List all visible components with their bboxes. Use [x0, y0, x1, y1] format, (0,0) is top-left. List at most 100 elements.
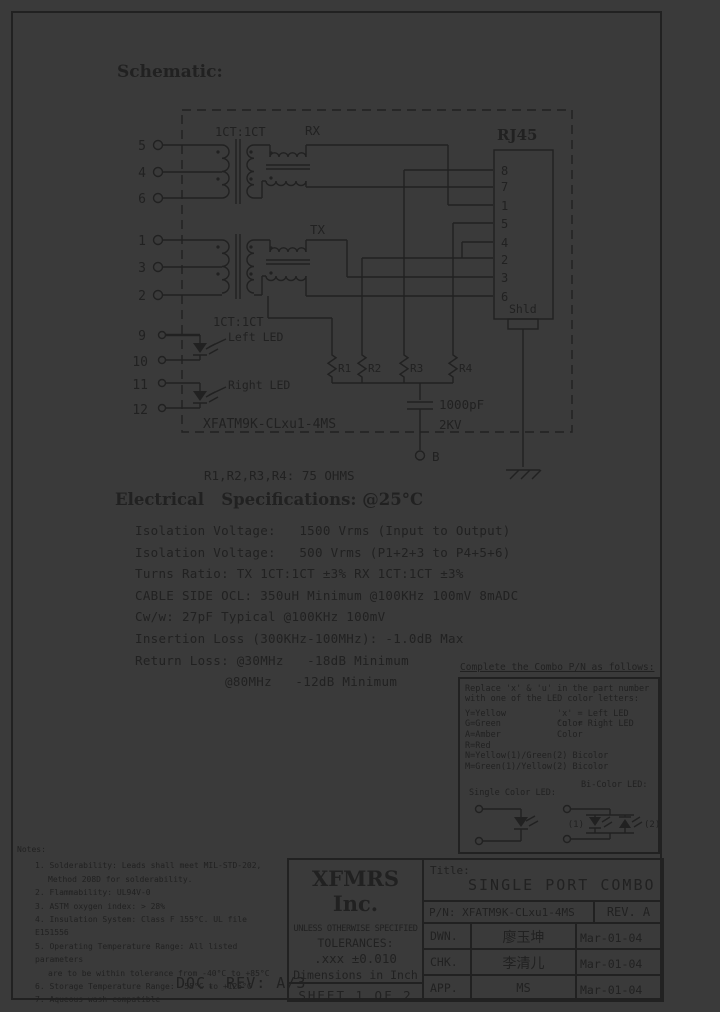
rx-choke-bottom	[265, 180, 307, 187]
rx-secondary-winding	[246, 144, 255, 199]
resistor-label: R3	[410, 362, 423, 375]
rj45-label: RJ45	[497, 126, 537, 144]
pin-label: 11	[132, 378, 148, 393]
pin-label: 2	[138, 289, 146, 304]
note-line: 3. ASTM oxygen index: > 28%	[35, 901, 166, 911]
note-line: 6. Storage Temperature Range: -55°C to +…	[35, 982, 252, 992]
tx-label: TX	[310, 222, 326, 237]
signature-row-app: APP. MS Mar-01-04	[424, 976, 662, 1000]
single-led-heading: Single Color LED:	[469, 788, 556, 799]
pin-label: 9	[138, 329, 146, 344]
combo-color-option: Y=Yellow	[465, 708, 506, 719]
b-pin-circle	[414, 450, 426, 461]
tx-choke-bottom	[265, 275, 307, 282]
app-date: Mar-01-04	[580, 983, 643, 997]
spec-line: Cw/w: 27pF Typical @100KHz 100mV	[135, 609, 386, 625]
cap-rating-label: 2KV	[439, 417, 462, 432]
spec-line: CABLE SIDE OCL: 350uH Minimum @100KHz 10…	[135, 587, 519, 603]
rj45-pin-label: 7	[501, 180, 508, 194]
tolerance-note: UNLESS OTHERWISE SPECIFIED	[293, 924, 418, 934]
signature-row-chk: CHK. 李清儿 Mar-01-04	[424, 950, 662, 976]
rj45-pin-label: 1	[501, 199, 508, 213]
capacitor	[407, 383, 433, 450]
turns-ratio-top: 1CT:1CT	[215, 125, 266, 139]
signature-row-dwn: DWN. 廖玉坤 Mar-01-04	[424, 924, 662, 950]
tx-primary-winding	[221, 239, 230, 294]
note-line: 7. Aqueous wash compatible	[35, 995, 161, 1005]
schematic-heading: Schematic:	[117, 62, 223, 82]
chk-signature: 李清儿	[472, 950, 577, 974]
rx-choke-top	[269, 152, 307, 158]
combo-color-option: G=Green	[465, 719, 501, 730]
rj45-shield-pad	[507, 318, 539, 330]
dwn-date: Mar-01-04	[580, 931, 643, 945]
rx-primary-winding	[221, 144, 230, 199]
resistor-label: R4	[459, 362, 473, 375]
tolerances-label: TOLERANCES:	[317, 936, 394, 950]
notes-heading: Notes:	[17, 845, 46, 854]
module-dashed-outline	[181, 109, 573, 433]
right-led-label: Right LED	[228, 378, 290, 392]
spec-line: Isolation Voltage: 500 Vrms (P1+2+3 to P…	[135, 544, 511, 560]
note-line: 5. Operating Temperature Range: All list…	[35, 941, 238, 965]
chk-date: Mar-01-04	[580, 957, 643, 971]
spec-line: Isolation Voltage: 1500 Vrms (Input to O…	[135, 523, 511, 538]
combo-color-option: N=Yellow(1)/Green(2) Bicolor	[465, 751, 609, 762]
combo-line2: with one of the LED color letters:	[465, 694, 639, 705]
combo-color-option: R=Red	[465, 740, 491, 751]
pin-label: 5	[138, 139, 146, 154]
spec-line: Insertion Loss (300KHz-100MHz): -1.0dB M…	[135, 630, 464, 646]
title-block: XFMRS Inc. UNLESS OTHERWISE SPECIFIED TO…	[287, 858, 664, 1003]
pin-label: 1	[138, 234, 146, 249]
resistor-label: R2	[368, 362, 381, 375]
part-number-label: XFATM9K-CLxu1-4MS	[203, 417, 336, 432]
rj45-pin-label: 2	[501, 253, 508, 267]
drawing-title: SINGLE PORT COMBO	[468, 876, 656, 894]
tolerance-value: .xxx ±0.010	[314, 951, 397, 966]
schematic-drawing: 5 4 6 1 3 2 9 10 11 12 1CT:1CT RX TX 1CT…	[132, 109, 573, 483]
spec-line: Turns Ratio: TX 1CT:1CT ±3% RX 1CT:1CT ±…	[135, 566, 464, 582]
rj45-pin-label: 4	[501, 236, 508, 250]
resistor-r2	[356, 352, 368, 383]
pin-label: 4	[138, 166, 146, 181]
resistor-note: R1,R2,R3,R4: 75 OHMS	[204, 468, 355, 483]
drawing-frame	[11, 11, 662, 1000]
chassis-ground	[506, 469, 542, 480]
dwn-signature: 廖玉坤	[472, 924, 577, 948]
note-line: 4. Insulation System: Class F 155°C. UL …	[35, 915, 247, 938]
pin-label: 3	[138, 261, 146, 276]
right-led-diode	[193, 391, 207, 401]
rj45-pin-label: 6	[501, 290, 508, 304]
note-line: 1. Solderability: Leads shall meet MIL-S…	[35, 861, 262, 871]
rx-label: RX	[305, 123, 321, 138]
electrical-heading: Electrical Specifications: @25°C	[115, 490, 424, 509]
app-signature: MS	[472, 976, 577, 1000]
pin-label: 6	[138, 192, 146, 207]
resistor-r3	[398, 352, 410, 383]
rj45-pin-label: 5	[501, 217, 508, 231]
pin-label: 12	[132, 403, 148, 418]
combo-color-option: M=Green(1)/Yellow(2) Bicolor	[465, 761, 609, 772]
bi-led-1-label: (1)	[568, 820, 584, 830]
dimensions-note: Dimensions in Inch	[293, 968, 418, 982]
shield-label: Shld	[509, 302, 537, 316]
turns-ratio-bottom: 1CT:1CT	[213, 315, 264, 329]
dwn-label: DWN.	[424, 924, 472, 948]
rj45-pin-label: 8	[501, 164, 508, 178]
combo-u-def: 'u' = Right LED Color	[557, 719, 634, 740]
resistor-r1	[326, 352, 338, 383]
company-name: XFMRS Inc.	[311, 866, 400, 916]
left-led-diode	[193, 343, 207, 353]
resistor-label: R1	[338, 362, 351, 375]
part-number-field: P/N: XFATM9K-CLxu1-4MS	[429, 906, 575, 919]
bi-led-2-label: (2)	[644, 820, 660, 830]
tx-secondary-winding	[246, 239, 255, 294]
combo-x-def: 'x' = Left LED Color	[557, 708, 629, 730]
spec-line: Return Loss: @30MHz -18dB Minimum	[135, 652, 409, 668]
title-label: Title:	[430, 864, 470, 877]
resistor-r4	[447, 352, 459, 383]
tx-choke-top	[269, 247, 307, 253]
doc-rev: DOC. REV: A/3	[176, 974, 307, 992]
cap-value-label: 1000pF	[439, 397, 484, 412]
combo-heading: Complete the Combo P/N as follows:	[460, 662, 655, 673]
